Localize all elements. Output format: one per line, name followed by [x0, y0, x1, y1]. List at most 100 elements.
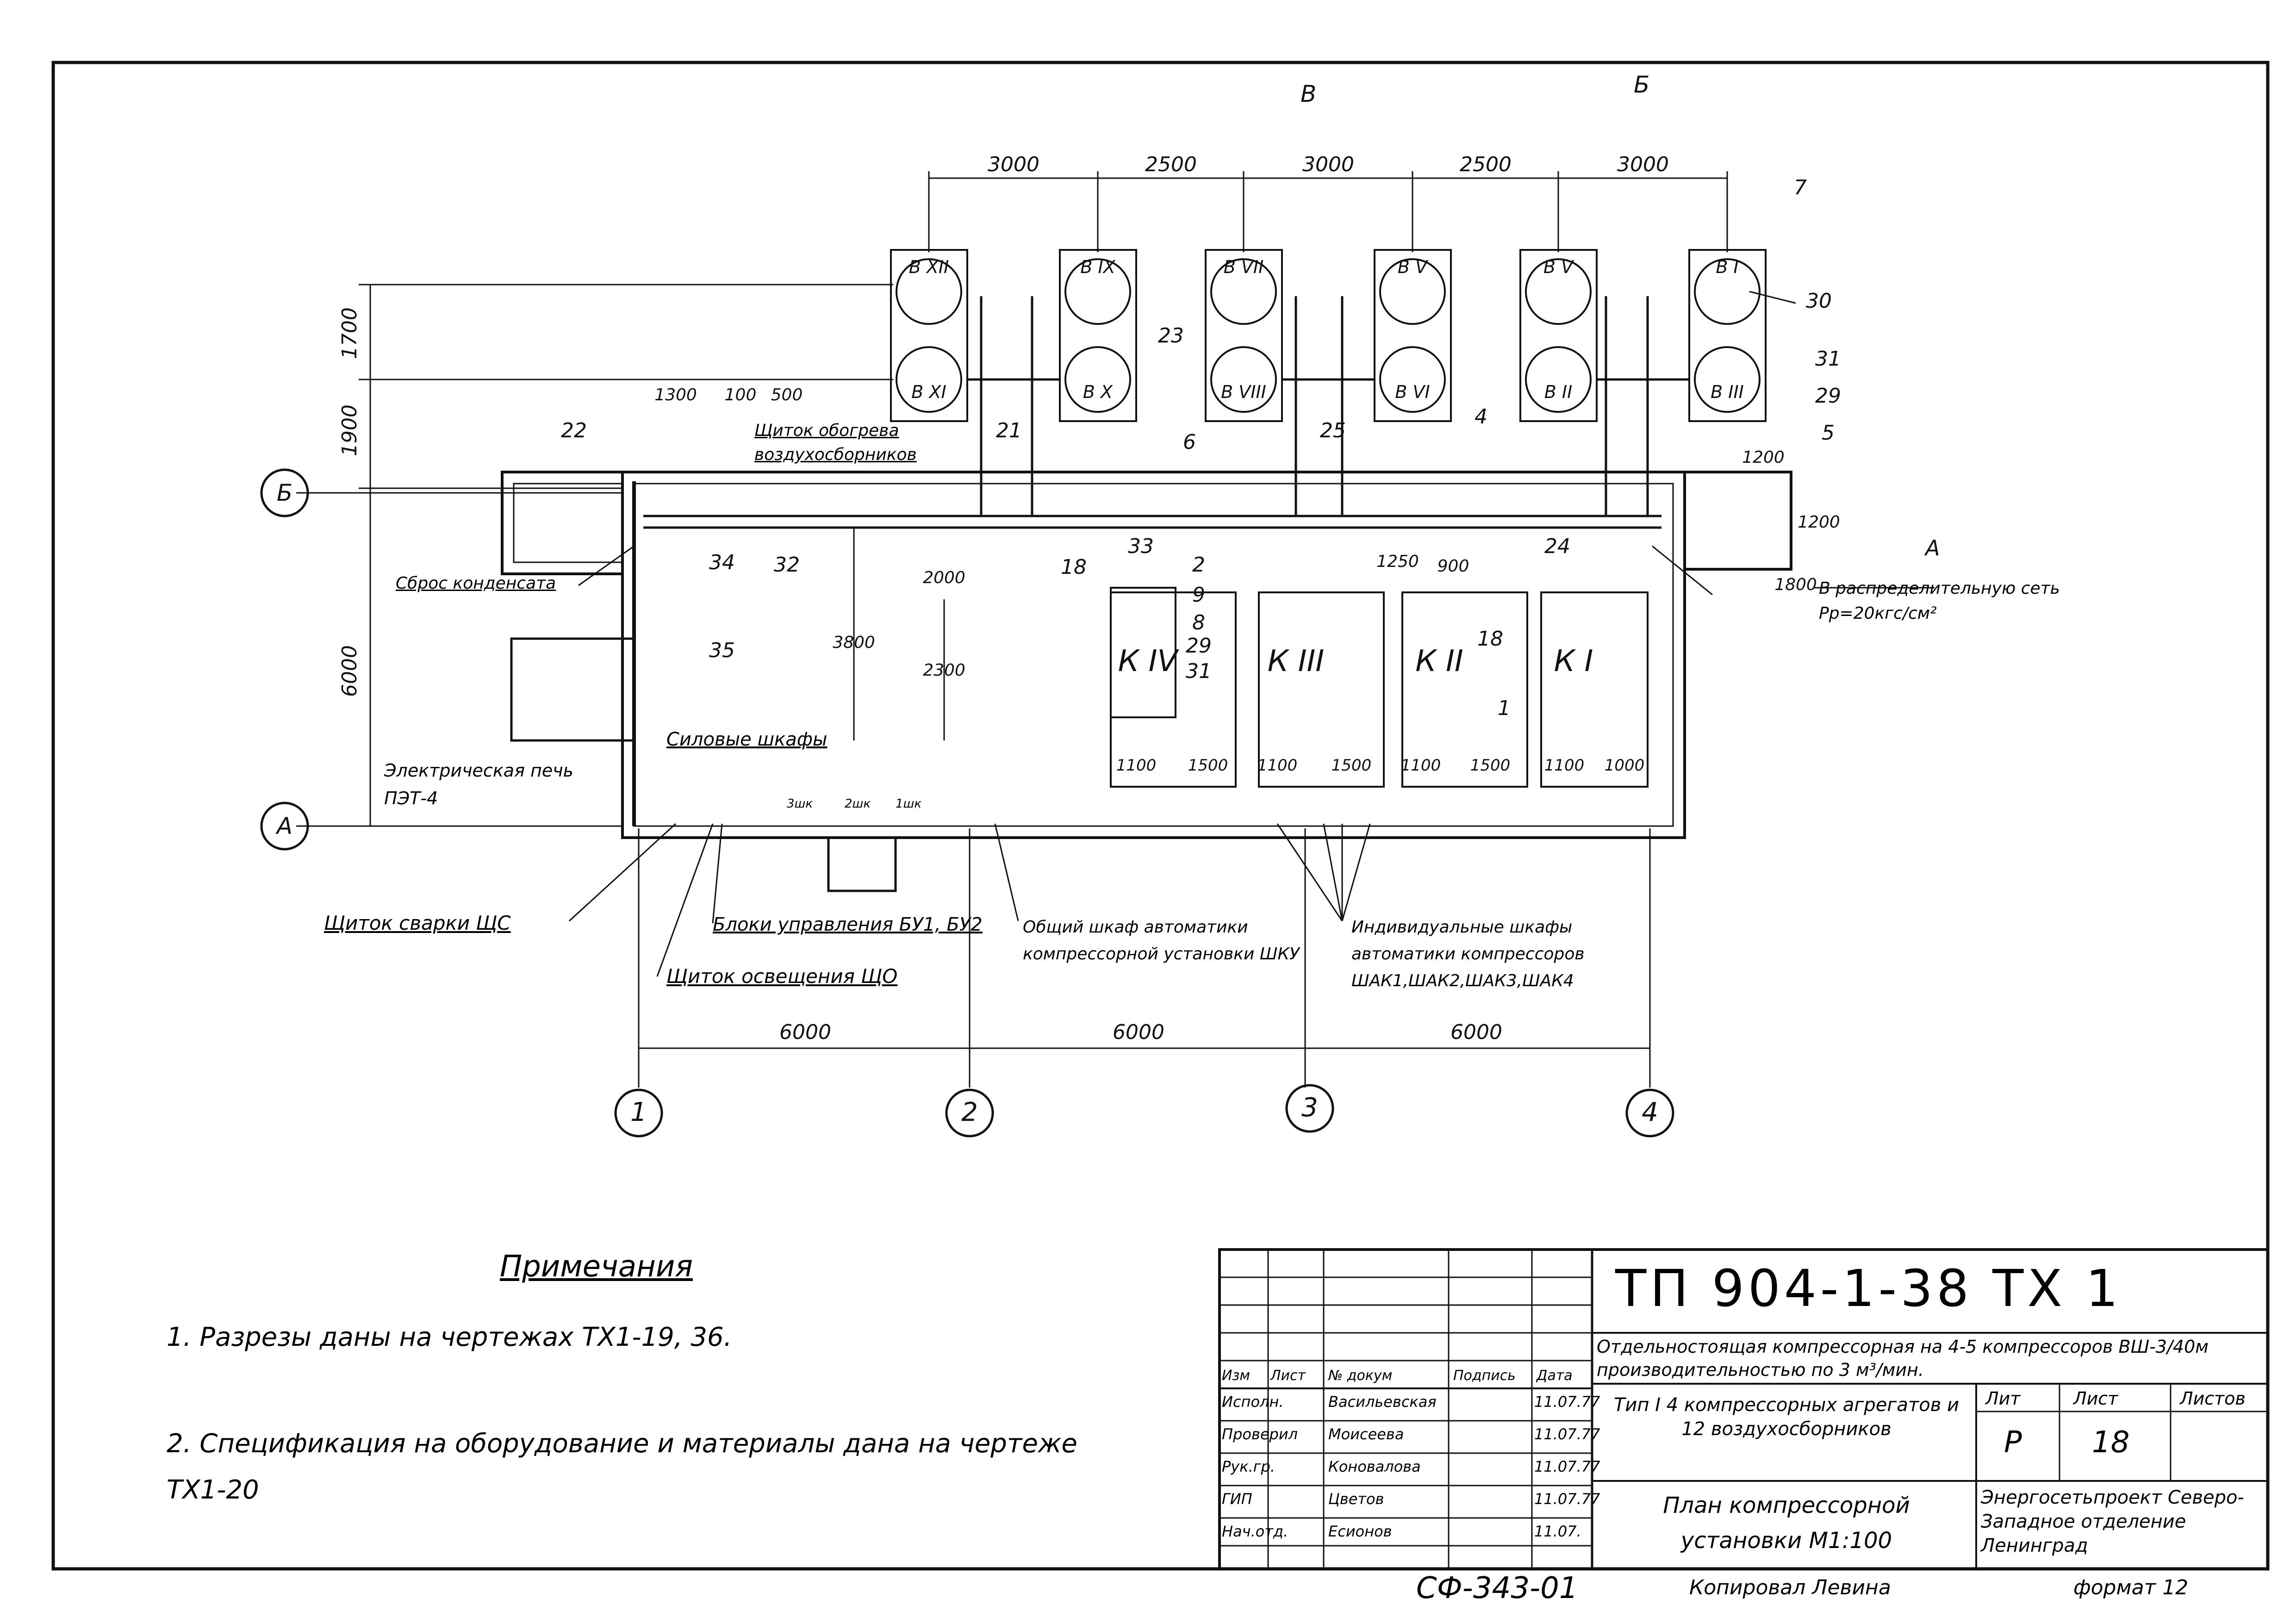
receiver-label: В IX: [1080, 257, 1115, 277]
furnace-label: Электрическая печь ПЭТ-4: [384, 760, 574, 808]
unit-dimension: 1500: [1332, 756, 1372, 775]
receiver-label: В III: [1711, 382, 1744, 402]
axis-letter-a: А: [275, 813, 292, 839]
callout-number: 7: [1794, 176, 1807, 199]
callout-number: 1: [1498, 696, 1511, 720]
callout-number: 34: [709, 551, 735, 574]
top-dimension: 2500: [1145, 153, 1197, 176]
signatory-date: 11.07.77: [1534, 1393, 1600, 1411]
signatory-date: 11.07.77: [1534, 1490, 1600, 1508]
misc-dimension: 1250: [1376, 552, 1419, 571]
callout-number: 2: [1192, 553, 1205, 577]
misc-dimension: 2000: [923, 568, 965, 587]
stage-value: Р: [2004, 1425, 2022, 1460]
receivers: [890, 249, 1767, 422]
compressor-label: К II: [1415, 644, 1463, 678]
receiver-label: В X: [1083, 382, 1113, 402]
axis-number: 2: [961, 1097, 978, 1127]
misc-dimension: 100: [725, 386, 757, 404]
receiver-label: В II: [1544, 382, 1573, 402]
signatory-name: Есионов: [1328, 1523, 1392, 1540]
left-dimension: 1900: [338, 404, 361, 456]
shield-heating-label: Щиток обогрева воздухосборников: [754, 421, 917, 464]
compressor-label: К I: [1554, 644, 1593, 678]
callout-number: 21: [996, 419, 1022, 442]
drawing-code: ТП 904-1-38 ТХ 1: [1615, 1259, 2122, 1318]
axis-bubbles: [260, 468, 1674, 1138]
signatory-name: Цветов: [1328, 1490, 1384, 1508]
signatory-role: Рук.гр.: [1222, 1458, 1276, 1475]
leader-lines: [568, 291, 1935, 977]
callout-number: 6: [1183, 430, 1196, 454]
callout-number: 18: [1477, 627, 1503, 651]
misc-dimension: 500: [771, 386, 803, 404]
axis-number: 3: [1301, 1093, 1318, 1123]
signatory-role: Проверил: [1222, 1425, 1298, 1443]
sheet-frame: [51, 61, 2270, 1571]
unit-dimension: 1000: [1605, 756, 1645, 775]
stage-label: Лит: [1985, 1388, 2021, 1409]
lighting-label: Щиток освещения ЩО: [666, 965, 898, 988]
left-dimension: 6000: [338, 645, 361, 697]
left-dimension: 1700: [338, 307, 361, 359]
callout-number: 18: [1061, 555, 1087, 579]
sheet-title: План компрессорной установки М1:100: [1663, 1492, 1910, 1554]
callout-number: 29: [1186, 634, 1212, 658]
condensate-label: Сброс конденсата: [396, 574, 556, 593]
unit-dimension: 1100: [1401, 756, 1441, 775]
welding-label: Щиток сварки ЩС: [324, 912, 511, 934]
note-1: 1. Разрезы даны на чертежах ТХ1-19, 36.: [167, 1322, 732, 1352]
callout-number: 22: [561, 419, 587, 442]
bottom-dimension: 6000: [779, 1020, 831, 1044]
callout-number: 35: [709, 639, 735, 662]
callout-number: 29: [1815, 384, 1841, 408]
top-dimension: 2500: [1460, 153, 1512, 176]
misc-dimension: 1300: [654, 386, 697, 404]
callout-number: 33: [1128, 535, 1154, 558]
signatory-role: Исполн.: [1222, 1393, 1284, 1411]
callout-number: 4: [1475, 405, 1487, 429]
misc-dimension: 2300: [923, 661, 965, 680]
col-date: Дата: [1537, 1368, 1573, 1384]
callout-number: 24: [1544, 535, 1570, 558]
callout-number: 30: [1806, 289, 1832, 313]
callout-number: 31: [1186, 659, 1212, 683]
organization: Энергосетьпроект Северо-Западное отделен…: [1981, 1487, 2244, 1556]
cabinet-1: 1шк: [896, 797, 922, 811]
pipelines: [643, 296, 1689, 529]
compressor-units: [1110, 587, 1649, 788]
top-dimension: 3000: [1617, 153, 1669, 176]
misc-dimension: 1800: [1774, 575, 1817, 594]
callout-number: 9: [1192, 583, 1205, 607]
receiver-label: В XII: [909, 257, 949, 277]
section-mark-v: В: [1300, 81, 1316, 107]
format-label: формат 12: [2073, 1576, 2189, 1599]
receiver-label: В V: [1398, 257, 1429, 277]
signatory-role: Нач.отд.: [1222, 1523, 1288, 1540]
signatory-name: Коновалова: [1328, 1458, 1421, 1475]
top-dimension: 3000: [988, 153, 1039, 176]
callout-number: 32: [774, 553, 800, 577]
col-izm: Изм: [1222, 1368, 1251, 1384]
signatory-name: Моисеева: [1328, 1425, 1404, 1443]
compressor-label: К IV: [1118, 644, 1180, 678]
individual-cabinets-label: Индивидуальные шкафы автоматики компресс…: [1351, 918, 1585, 990]
axis-letter-b: Б: [277, 479, 292, 506]
receiver-label: В V: [1543, 257, 1574, 277]
signatory-role: ГИП: [1222, 1490, 1252, 1508]
unit-dimension: 1500: [1470, 756, 1511, 775]
control-label: Блоки управления БУ1, БУ2: [713, 914, 983, 935]
copied-by: Копировал Левина: [1689, 1576, 1891, 1599]
col-doc: № докум: [1328, 1368, 1393, 1384]
bottom-dimension: 6000: [1113, 1020, 1164, 1044]
building-walls: [621, 471, 1686, 839]
callout-number: 31: [1815, 347, 1841, 371]
top-dimension: 3000: [1302, 153, 1354, 176]
axis-number: 1: [630, 1097, 647, 1127]
unit-dimension: 1100: [1544, 756, 1585, 775]
note-2: 2. Спецификация на оборудование и матери…: [167, 1429, 1077, 1505]
sheet-value: 18: [2092, 1425, 2130, 1460]
section-mark-b: Б: [1634, 71, 1649, 98]
